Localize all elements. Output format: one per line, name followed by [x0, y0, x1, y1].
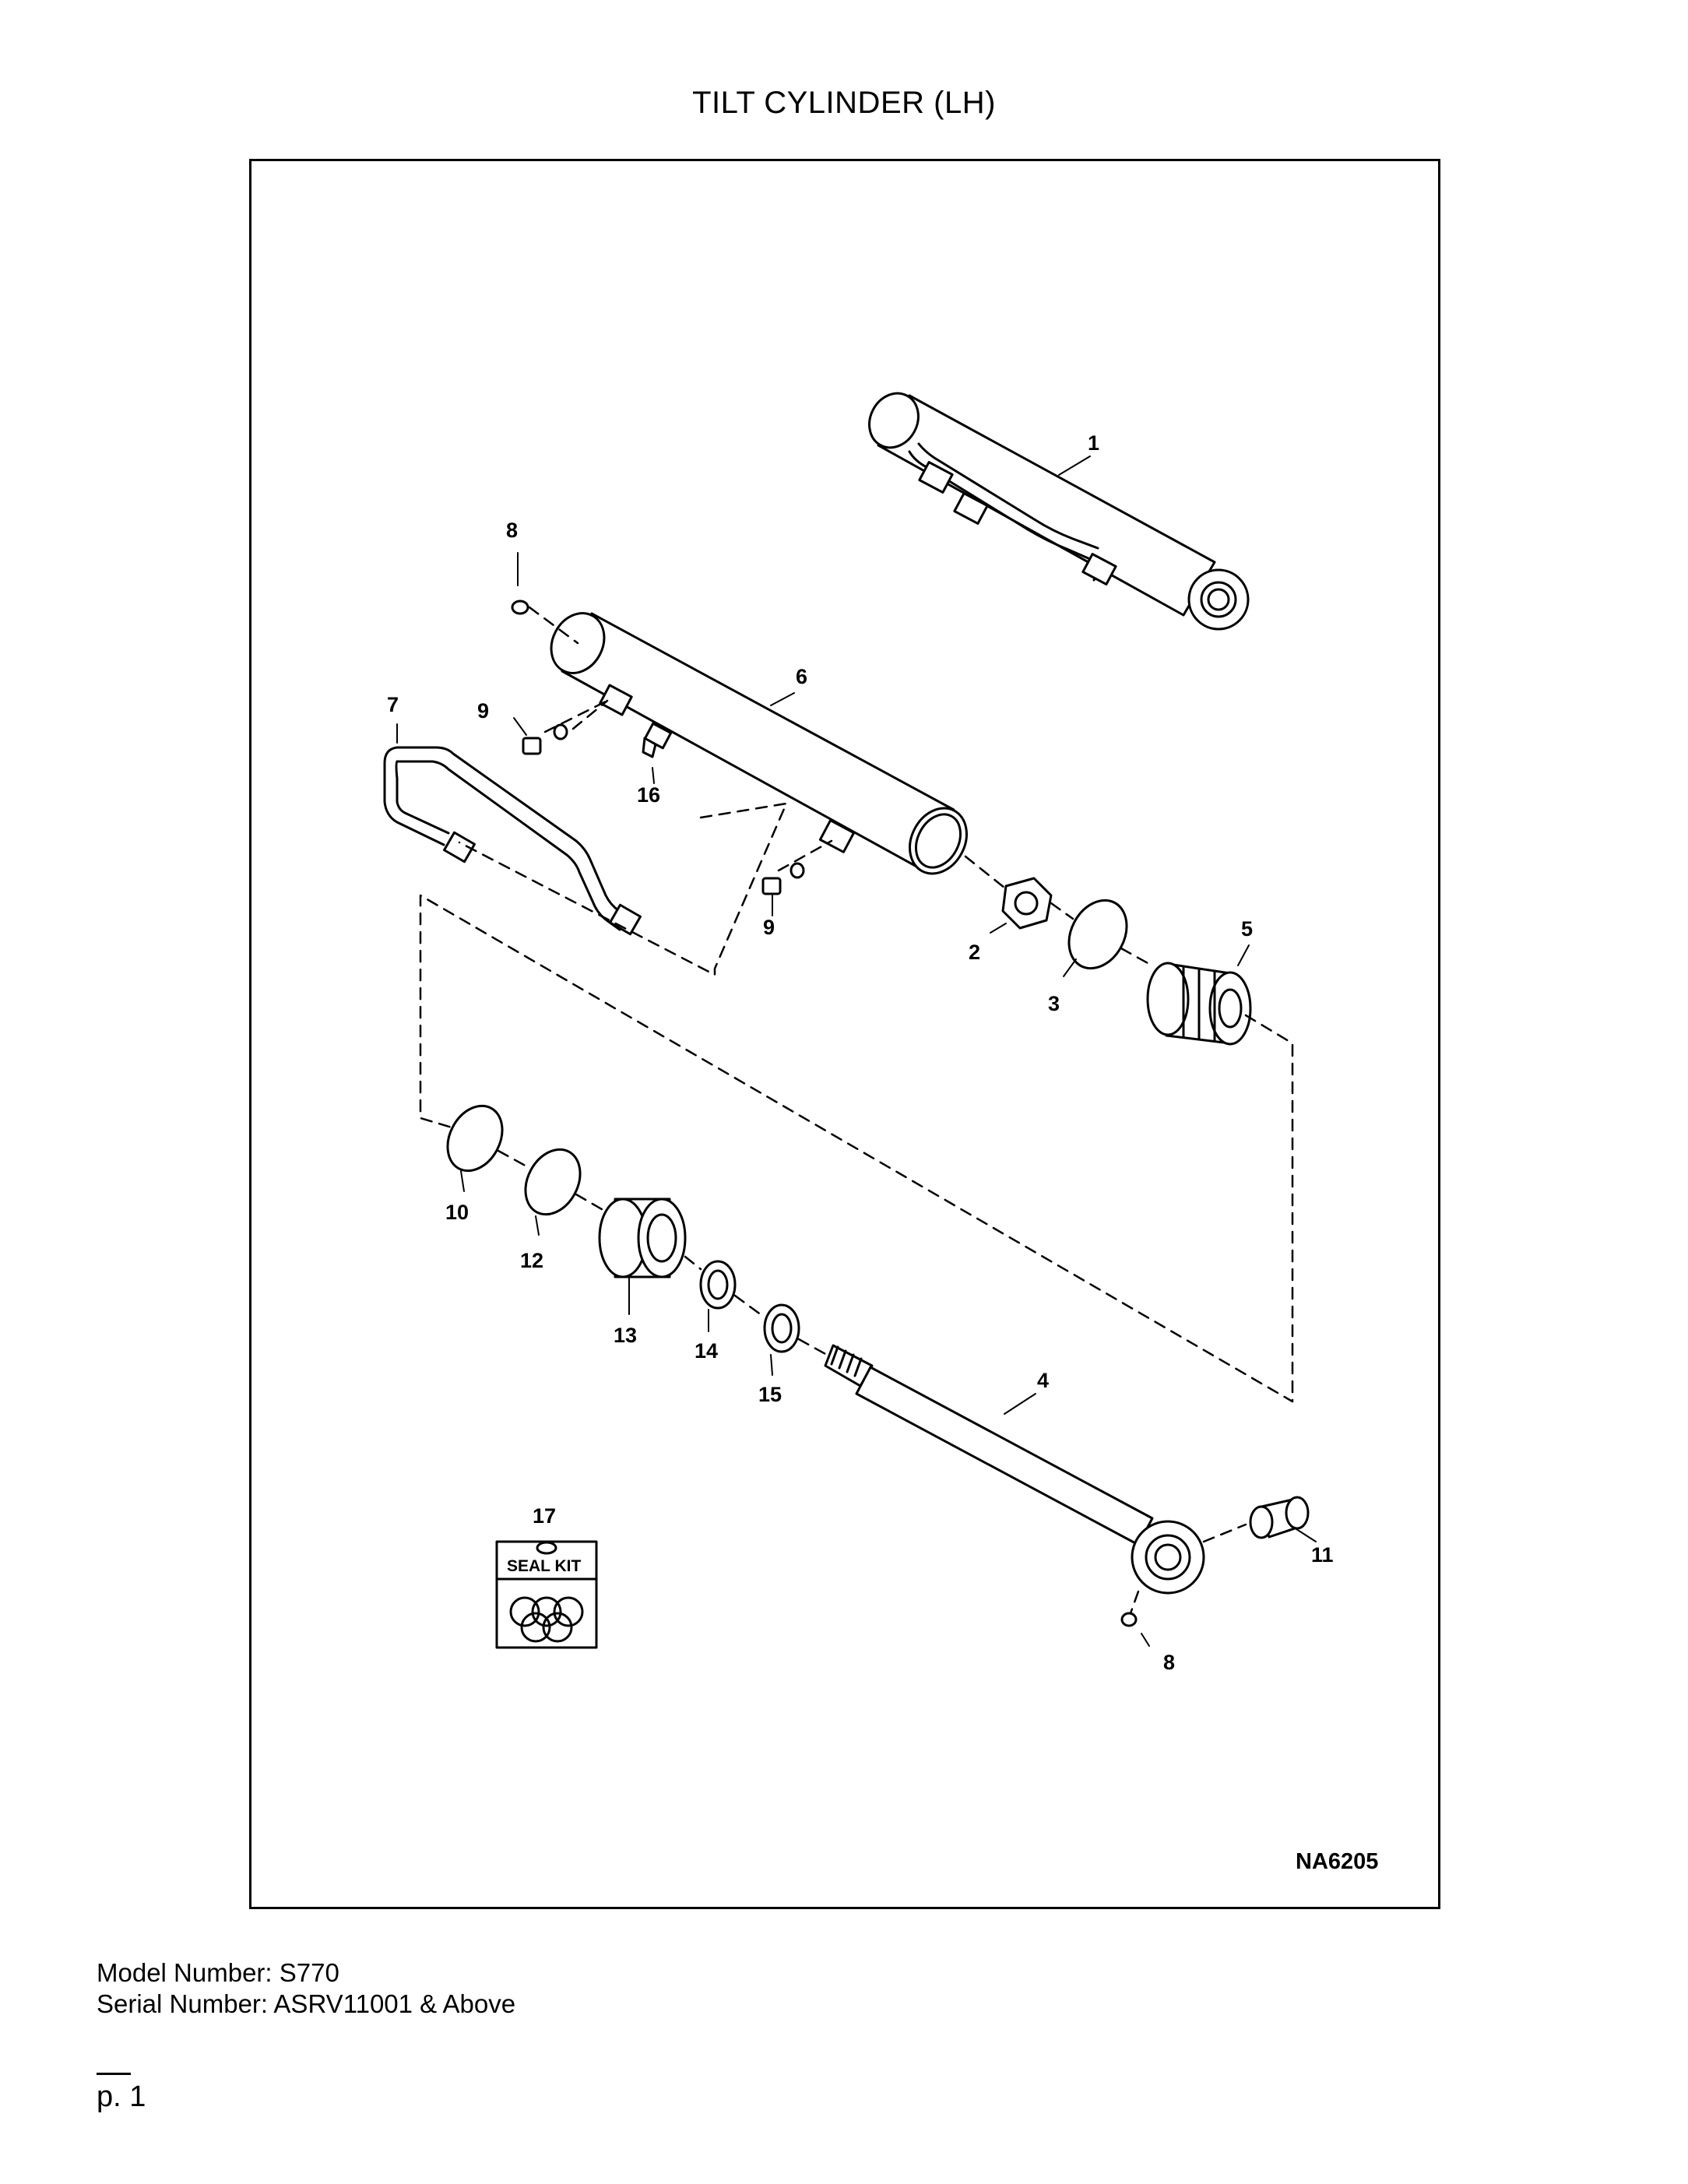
seal-kit-label: SEAL KIT	[507, 1557, 581, 1575]
callout-4: 4	[1037, 1369, 1049, 1392]
callout-9-lower: 9	[763, 916, 775, 939]
callout-6: 6	[796, 665, 807, 688]
callout-1: 1	[1088, 431, 1099, 455]
diagram-frame	[249, 159, 1440, 1909]
callout-8-lower: 8	[1163, 1651, 1175, 1674]
callout-17: 17	[533, 1504, 556, 1528]
part-7-tube	[383, 746, 642, 936]
page-rule	[97, 2073, 131, 2075]
drawing-id: NA6205	[1296, 1849, 1378, 1874]
callout-12: 12	[520, 1249, 543, 1272]
callout-11: 11	[1311, 1543, 1334, 1567]
part-15-seal	[763, 1303, 800, 1353]
model-number: Model Number: S770	[97, 1958, 339, 1987]
part-11-bushing	[1249, 1496, 1310, 1539]
part-17-seal-kit	[495, 1540, 598, 1649]
callout-15: 15	[758, 1383, 782, 1406]
callout-10: 10	[445, 1201, 469, 1224]
part-2-nut	[1001, 877, 1053, 930]
part-10-ring	[446, 1104, 504, 1173]
part-1-cylinder-assembly	[868, 392, 1250, 631]
callout-8-upper: 8	[506, 519, 518, 542]
part-3-o-ring	[1067, 899, 1128, 970]
page-title: TILT CYLINDER (LH)	[692, 86, 996, 120]
page-number: p. 1	[97, 2080, 146, 2113]
callout-14: 14	[695, 1339, 718, 1363]
part-6-barrel	[550, 612, 968, 875]
callout-13: 13	[614, 1324, 637, 1347]
callout-3: 3	[1048, 992, 1060, 1015]
part-13-head	[598, 1198, 687, 1278]
callout-leaders	[396, 455, 1317, 1647]
part-14-seal	[699, 1260, 737, 1310]
serial-number: Serial Number: ASRV11001 & Above	[97, 1989, 516, 2018]
part-12-ring	[524, 1148, 582, 1216]
callout-2: 2	[969, 941, 980, 964]
callout-16: 16	[637, 783, 660, 807]
part-8-grease-fitting	[511, 600, 1138, 1627]
assembly-guide-lines	[419, 606, 1294, 1615]
part-9-plugs	[522, 723, 805, 895]
part-4-rod	[824, 1344, 1205, 1595]
callout-9-upper: 9	[477, 699, 489, 723]
part-16-fitting	[642, 737, 657, 758]
callout-7: 7	[387, 693, 399, 716]
callout-5: 5	[1241, 917, 1253, 941]
part-5-piston	[1146, 962, 1252, 1046]
